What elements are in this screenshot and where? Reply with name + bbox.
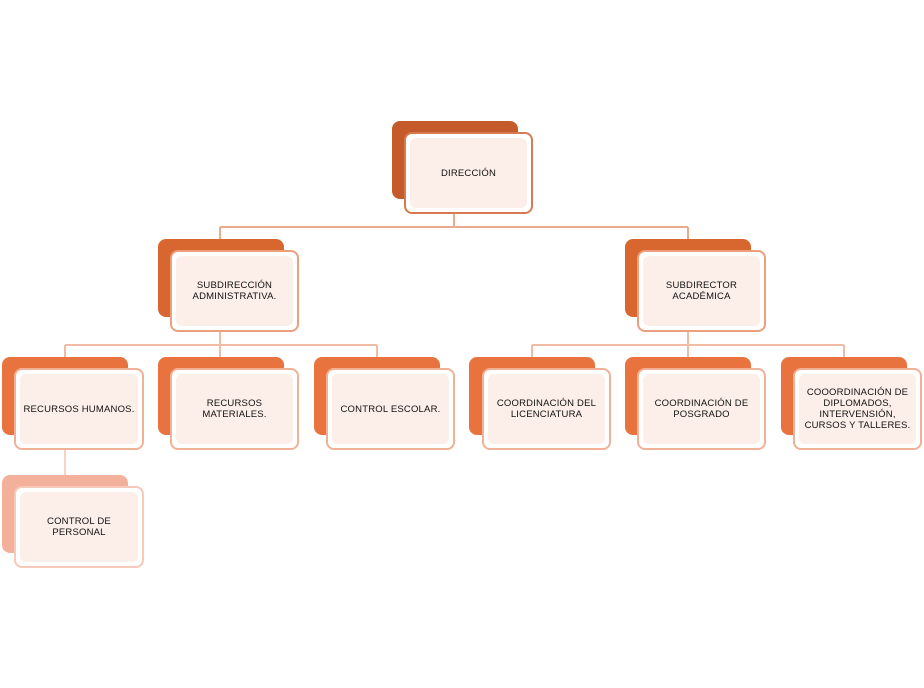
node-coordinacion-diplomados: COOORDINACIÓN DE DIPLOMADOS, INTERVENSIÓ… — [781, 357, 923, 451]
node-subdireccion-administrativa: SUBDIRECCIÓN ADMINISTRATIVA. — [158, 239, 300, 333]
node-coordinacion-posgrado: COORDINACIÓN DE POSGRADO — [625, 357, 767, 451]
node-label: COORDINACIÓN DE POSGRADO — [654, 398, 749, 420]
node-coordinacion-licenciatura: COORDINACIÓN DEL LICENCIATURA — [469, 357, 611, 451]
node-subdirector-academica: SUBDIRECTOR ACADÉMICA — [625, 239, 767, 333]
node-label: SUBDIRECCIÓN ADMINISTRATIVA. — [192, 280, 277, 302]
node-label: DIRECCIÓN — [440, 167, 497, 179]
node-control-escolar: CONTROL ESCOLAR. — [314, 357, 456, 451]
node-control-de-personal: CONTROL DE PERSONAL — [2, 475, 144, 569]
node-label: RECURSOS MATERIALES. — [202, 398, 267, 420]
node-direccion: DIRECCIÓN — [392, 121, 534, 215]
node-recursos-humanos: RECURSOS HUMANOS. — [2, 357, 144, 451]
node-label: SUBDIRECTOR ACADÉMICA — [665, 280, 738, 302]
node-recursos-materiales: RECURSOS MATERIALES. — [158, 357, 300, 451]
node-label: RECURSOS HUMANOS. — [23, 403, 135, 415]
node-label: COOORDINACIÓN DE DIPLOMADOS, INTERVENSIÓ… — [804, 387, 911, 431]
node-label: CONTROL DE PERSONAL — [47, 516, 111, 538]
node-label: COORDINACIÓN DEL LICENCIATURA — [496, 398, 597, 420]
node-label: CONTROL ESCOLAR. — [340, 403, 441, 415]
